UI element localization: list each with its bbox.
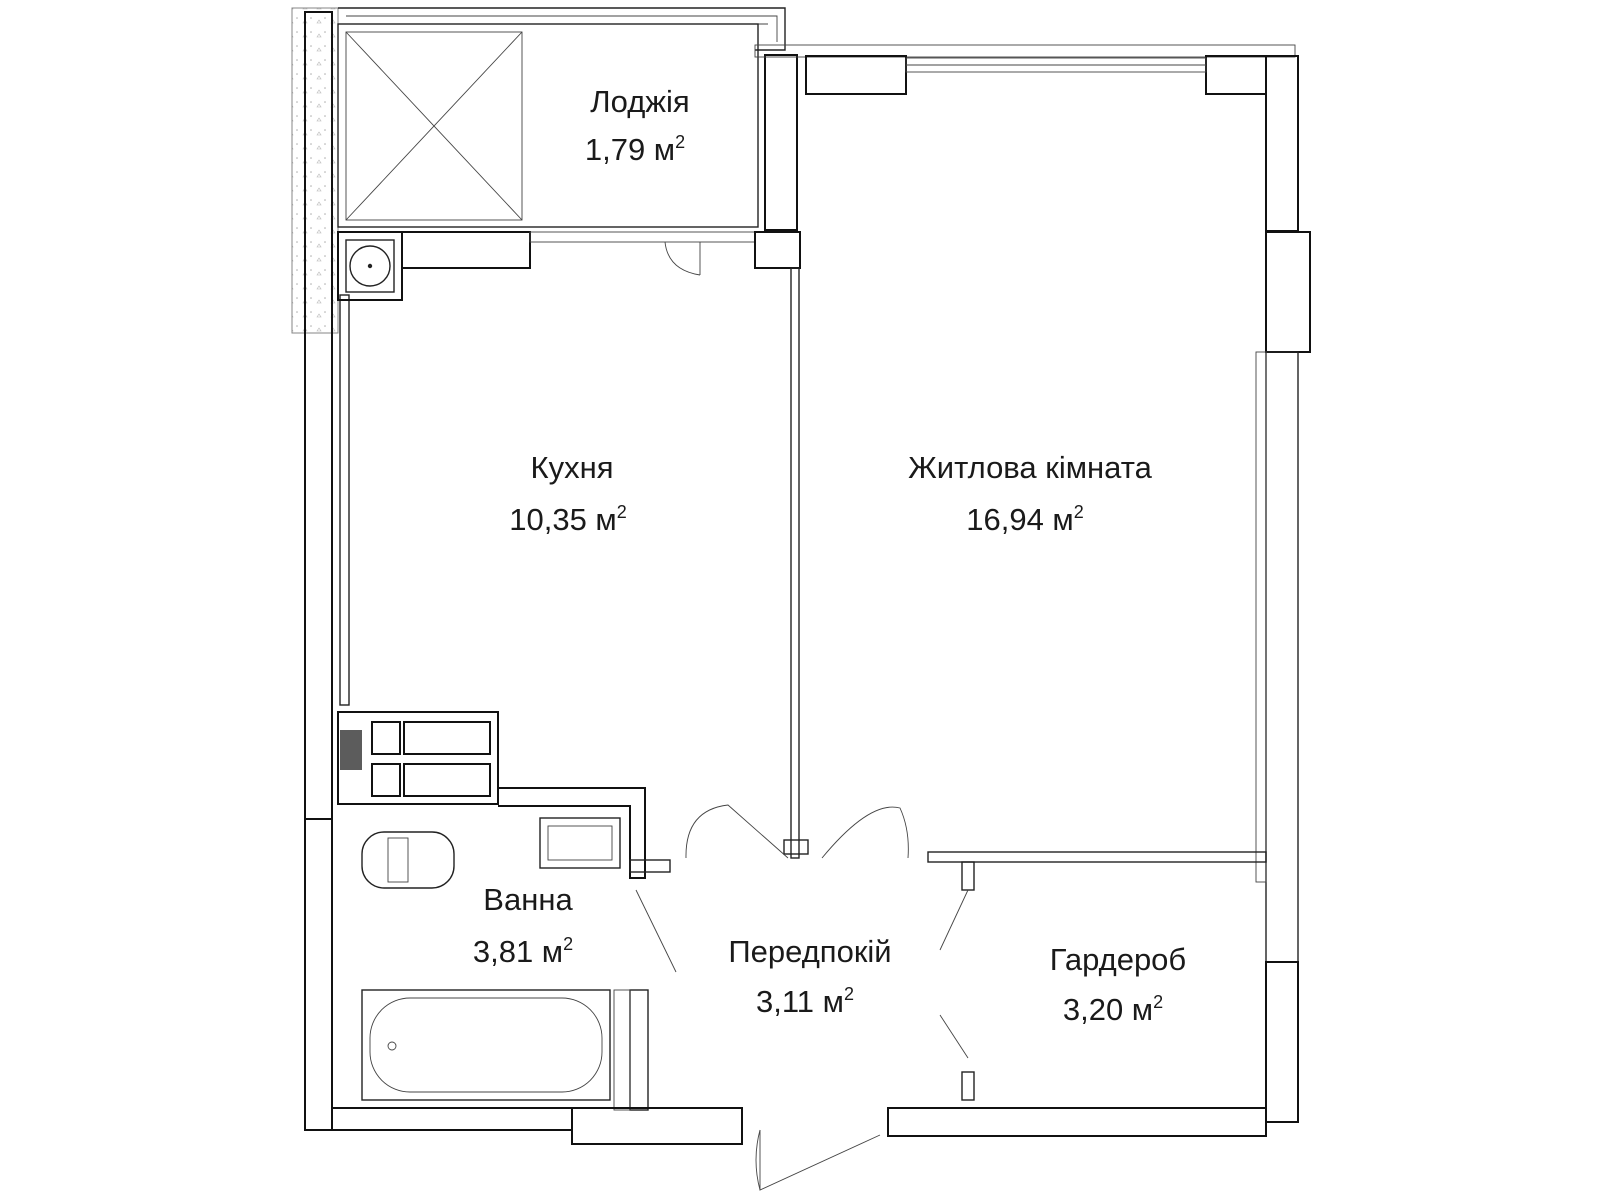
window-loggia-kitchen <box>529 231 756 243</box>
room-name-kitchen: Кухня <box>531 450 614 485</box>
wall-left-insulation <box>291 7 339 334</box>
wall-right-bottom-pillar <box>1265 961 1299 1123</box>
wall-left-inner <box>339 294 350 706</box>
room-area-bath: 3,81 м2 <box>473 934 573 969</box>
room-name-loggia: Лоджія <box>590 84 689 119</box>
wall-bath-top <box>498 787 646 879</box>
room-name-bath: Ванна <box>483 882 573 917</box>
door-swing-loggia <box>664 241 701 276</box>
door-entry <box>759 1130 881 1191</box>
room-area-wardrobe: 3,20 м2 <box>1063 992 1163 1027</box>
vent-block <box>337 711 499 805</box>
door-swing-kitchen <box>685 804 789 859</box>
walls <box>291 7 1311 1191</box>
wall-bath-hall <box>629 989 649 1111</box>
wall-bottom-left <box>331 1107 573 1131</box>
loggia-storage <box>345 31 523 221</box>
door-swing-wardrobe <box>939 1014 969 1059</box>
room-area-kitchen: 10,35 м2 <box>509 502 627 537</box>
room-name-hall: Передпокій <box>728 934 891 969</box>
door-swing-bath <box>635 889 677 973</box>
wall-top-window-left <box>805 55 907 95</box>
shaft-icon <box>349 245 391 287</box>
toilet-icon <box>361 831 455 889</box>
room-area-loggia: 1,79 м2 <box>585 132 685 167</box>
sink-icon <box>539 817 621 869</box>
wall-living-wardrobe <box>927 851 1267 863</box>
wall-loggia-kitchen <box>401 231 531 269</box>
loggia-frame <box>338 7 786 51</box>
fixtures <box>361 817 621 1101</box>
wall-top-window-right <box>1205 55 1267 95</box>
wall-top-left-pillar <box>764 54 798 231</box>
wall-top-right-pillar <box>1265 55 1299 232</box>
bathtub-icon <box>361 989 611 1101</box>
wall-bottom-pillar <box>571 1107 743 1145</box>
wall-bottom-right <box>887 1107 1267 1137</box>
door-swing-living <box>821 806 909 859</box>
room-area-living: 16,94 м2 <box>966 502 1084 537</box>
wall-right-insulation <box>1265 231 1311 353</box>
wall-right-outer <box>1265 351 1299 963</box>
room-labels: Лоджія 1,79 м2 Кухня 10,35 м2 Житлова кі… <box>473 84 1186 1027</box>
wall-kitchen-living <box>790 267 800 859</box>
room-area-hall: 3,11 м2 <box>756 984 854 1019</box>
room-name-living: Житлова кімната <box>908 450 1152 485</box>
room-name-wardrobe: Гардероб <box>1050 942 1186 977</box>
